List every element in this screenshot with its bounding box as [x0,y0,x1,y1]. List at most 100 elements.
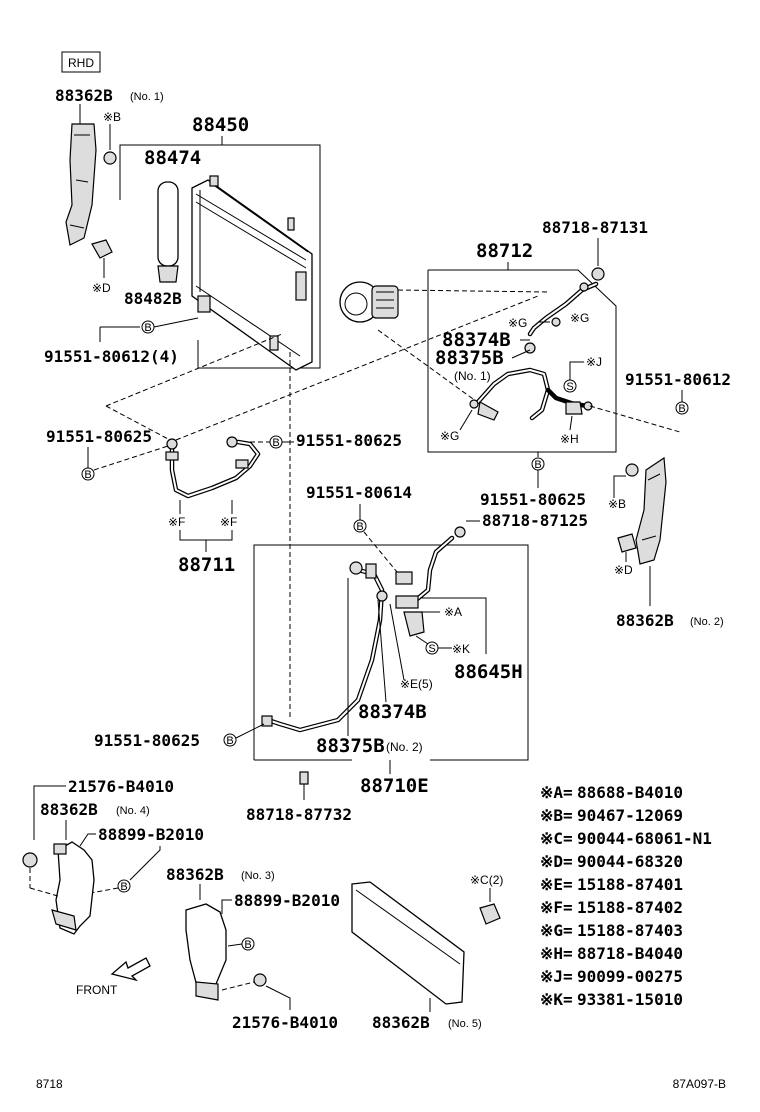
legend-value: 90099-00275 [577,967,683,986]
mark-d2: ※D [614,563,633,577]
mark-j: ※J [586,355,602,369]
bolt-symbol-7 [223,733,237,747]
legend-key: ※C= [540,829,573,848]
dryer-plug-icon [157,265,179,283]
front-arrow-icon [110,957,151,982]
label-88362b-no4[interactable]: 88362B [40,800,98,819]
label-88711[interactable]: 88711 [178,554,235,576]
legend-key: ※A= [540,783,573,802]
label-88362b-no2[interactable]: 88362B [616,611,674,630]
label-88450[interactable]: 88450 [192,114,249,136]
circle-letter-b7: B [226,735,233,747]
label-91551-80614[interactable]: 91551-80614 [306,483,412,502]
label-88482b[interactable]: 88482B [124,289,182,308]
bolt-symbol-2 [675,401,689,415]
condenser-icon [191,179,313,371]
mark-c2: ※C(2) [470,873,503,887]
label-88362b-no2-suffix: (No. 2) [690,616,724,628]
mark-g2: ※G [570,311,589,325]
legend-key: ※B= [540,806,573,825]
mark-a: ※A [444,605,462,619]
circle-letter-b1: B [144,322,151,334]
label-88375b-no1-suffix: (No. 1) [454,369,491,383]
label-88375b-no2[interactable]: 88375B [316,735,385,757]
label-88375b-no1[interactable]: 88375B [435,347,504,369]
label-88712[interactable]: 88712 [476,240,533,262]
bolt-symbol-3 [81,467,95,481]
bracket-no2-icon [635,456,667,565]
circle-letter-b2: B [678,403,685,415]
circle-letter-b6: B [356,521,363,533]
legend-value: 15188-87402 [577,898,683,917]
mark-b1: ※B [103,110,121,124]
bracket-no1-icon [65,123,97,246]
clip-bl-icon [22,852,38,868]
legend-value: 15188-87401 [577,875,683,894]
mark-h: ※H [560,432,579,446]
valve-cap-icon [591,267,605,281]
discharge-hose [527,281,599,337]
label-88375b-no2-suffix: (No. 2) [386,740,423,754]
label-88374b-top[interactable]: 88374B [442,329,511,351]
label-88718-87732[interactable]: 88718-87732 [246,805,352,824]
mark-e5: ※E(5) [400,677,433,691]
bolt-symbol-5 [531,457,545,471]
rhd-badge-frame [61,51,101,73]
circle-letter-b9: B [244,939,251,951]
circle-letter-b5: B [534,459,541,471]
legend-key: ※H= [540,944,573,963]
circle-letter-b3: B [84,469,91,481]
mark-g3: ※G [440,429,459,443]
label-21576-b4010-a[interactable]: 21576-B4010 [68,777,174,796]
label-88362b-no5-suffix: (No. 5) [448,1018,482,1030]
circle-letter-s1: S [566,381,573,393]
label-91551-80625-mid[interactable]: 91551-80625 [296,431,402,450]
label-88362b-no1-suffix: (No. 1) [130,91,164,103]
label-88899-b2010-b[interactable]: 88899-B2010 [234,891,340,910]
label-88718-87131[interactable]: 88718-87131 [542,218,648,237]
label-88362b-no5[interactable]: 88362B [372,1013,430,1032]
circle-letter-s2: S [428,643,435,655]
mark-f1: ※F [168,515,185,529]
legend-key: ※K= [540,990,573,1009]
mark-f2: ※F [220,515,237,529]
circle-letter-b4: B [272,437,279,449]
label-88362b-no3-suffix: (No. 3) [241,870,275,882]
bolt-symbol-6 [353,519,367,533]
legend-key: ※G= [540,921,573,940]
label-88362b-no3[interactable]: 88362B [166,865,224,884]
bracket-no3-icon [185,903,227,995]
label-88645h[interactable]: 88645H [454,661,523,683]
bracket-no4-icon [55,841,95,935]
label-91551-80625-bottom[interactable]: 91551-80625 [94,731,200,750]
legend-value: 90044-68061-N1 [577,829,712,848]
legend-value: 88718-B4040 [577,944,683,963]
label-21576-b4010-b[interactable]: 21576-B4010 [232,1013,338,1032]
label-91551-80612-right[interactable]: 91551-80612 [625,370,731,389]
circle-letter-b8: B [120,881,127,893]
label-88899-b2010-a[interactable]: 88899-B2010 [98,825,204,844]
label-88374b-low[interactable]: 88374B [358,701,427,723]
label-88362b-no4-suffix: (No. 4) [116,805,150,817]
label-88718-87125[interactable]: 88718-87125 [482,511,588,530]
s-symbol-1 [563,379,577,393]
label-91551-80625-right[interactable]: 91551-80625 [480,490,586,509]
label-88474[interactable]: 88474 [144,147,201,169]
label-91551-80612-4[interactable]: 91551-80612(4) [44,347,179,366]
mark-g1: ※G [508,316,527,330]
receiver-dryer-icon [157,181,179,267]
legend: ※A= 88688-B4010 ※B= 90467-12069 ※C= 9004… [540,783,712,1009]
legend-key: ※J= [540,967,573,986]
label-88710e[interactable]: 88710E [360,775,429,797]
mark-b2: ※B [608,497,626,511]
label-88362b-no1[interactable]: 88362B [55,86,113,105]
mark-k: ※K [452,642,470,656]
legend-value: 93381-15010 [577,990,683,1009]
footer-right: 87A097-B [673,1077,726,1091]
bolt-symbol-8 [117,879,131,893]
label-91551-80625-left[interactable]: 91551-80625 [46,427,152,446]
valve-core-icon [299,771,309,785]
valve-cap-2-icon [454,526,466,538]
front-label: FRONT [76,983,118,997]
legend-value: 90467-12069 [577,806,683,825]
